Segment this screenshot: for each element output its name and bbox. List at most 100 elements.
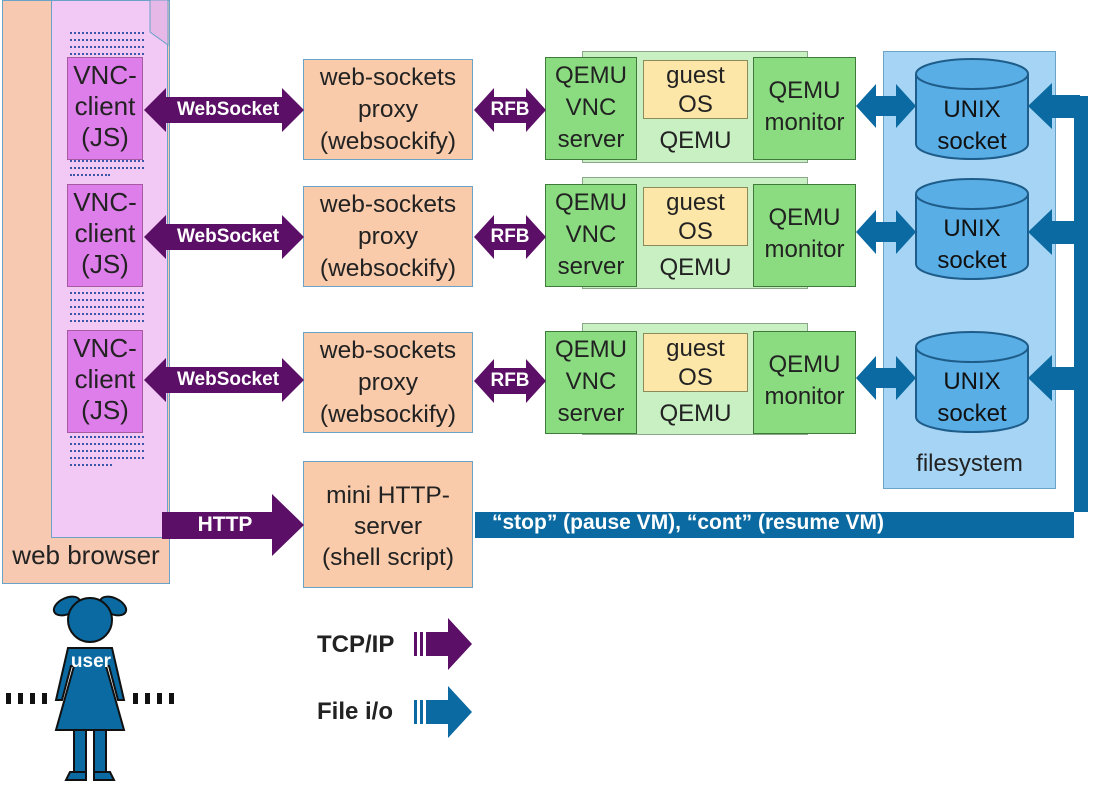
qemu-label-3: QEMU (659, 400, 732, 427)
page-text-lines (70, 32, 144, 60)
monitor-commands-label: “stop” (pause VM), “cont” (resume VM) (492, 511, 885, 534)
proxy-line3: (websockify) (319, 401, 457, 428)
vnc-client-3: VNC- client (JS) (67, 330, 143, 433)
user-label: user (70, 651, 112, 672)
http-server-line2: server (353, 513, 423, 540)
user-icon (52, 595, 128, 781)
rfb-arrow-1 (474, 88, 546, 132)
vnc-client-line1: VNC- (73, 187, 137, 217)
vnc-client-line1: VNC- (73, 333, 137, 363)
qemu-label-1: QEMU (659, 127, 732, 154)
command-bus (475, 96, 1088, 538)
monitor-socket-arrow-2 (856, 210, 916, 254)
qemu-monitor-line2: monitor (764, 383, 845, 410)
vnc-client-line3: (JS) (81, 249, 129, 279)
proxy-line1: web-sockets (319, 337, 457, 364)
unix-socket-line1: UNIX (943, 368, 1001, 395)
qemu-monitor-line2: monitor (764, 109, 845, 136)
monitor-socket-arrow-3 (856, 356, 916, 400)
command-arrow-socket-2 (1028, 209, 1080, 255)
vnc-client-line1: VNC- (73, 60, 137, 90)
websockify-proxy-3: web-sockets proxy (websockify) (303, 332, 473, 433)
websocket-arrow-1 (144, 88, 304, 132)
rfb-label-2: RFB (490, 226, 530, 247)
qemu-monitor-line1: QEMU (768, 77, 841, 104)
vnc-client-line2: client (74, 91, 136, 121)
legend-file-arrow (414, 686, 472, 738)
qemu-vnc-server-3: QEMU VNC server (545, 331, 637, 434)
proxy-line2: proxy (358, 369, 418, 396)
guest-os-line1: guest (666, 62, 725, 89)
vnc-client-1: VNC- client (JS) (67, 57, 143, 160)
legend-tcp-label: TCP/IP (317, 631, 395, 658)
qemu-vnc-line3: server (557, 253, 625, 280)
qemu-monitor-2: QEMU monitor (753, 184, 856, 287)
guest-os-line2: OS (678, 91, 713, 118)
rfb-arrow-3 (474, 359, 546, 403)
qemu-vnc-line1: QEMU (555, 62, 627, 89)
unix-socket-2: UNIX socket (916, 213, 1028, 277)
rfb-arrow-2 (474, 215, 546, 259)
unix-socket-3: UNIX socket (916, 366, 1028, 430)
legend-file-label: File i/o (317, 698, 394, 725)
websockify-proxy-2: web-sockets proxy (websockify) (303, 186, 473, 287)
vnc-client-line3: (JS) (81, 122, 129, 152)
unix-socket-line1: UNIX (943, 215, 1001, 242)
qemu-monitor-3: QEMU monitor (753, 331, 856, 434)
page-fold-corner (149, 0, 169, 46)
vnc-client-line2: client (74, 218, 136, 248)
qemu-vnc-line1: QEMU (555, 336, 627, 363)
http-arrow (162, 494, 304, 556)
qemu-label-2: QEMU (659, 254, 732, 281)
guest-os-line1: guest (666, 189, 725, 216)
page-text-lines (70, 160, 144, 181)
proxy-line1: web-sockets (319, 191, 457, 218)
web-browser-label: web browser (12, 540, 160, 570)
unix-socket-cylinder-1 (915, 58, 1029, 160)
qemu-vnc-server-2: QEMU VNC server (545, 184, 637, 287)
proxy-line1: web-sockets (319, 64, 457, 91)
websockify-proxy-1: web-sockets proxy (websockify) (303, 59, 473, 160)
qemu-vnc-line2: VNC (565, 368, 617, 395)
websocket-arrow-3 (144, 358, 304, 402)
guest-os-line2: OS (678, 218, 713, 245)
websocket-label-3: WebSocket (176, 369, 280, 390)
guest-os-2: guest OS (643, 187, 748, 246)
unix-socket-line2: socket (937, 128, 1007, 155)
unix-socket-cylinder-3 (915, 331, 1029, 433)
vnc-client-line2: client (74, 364, 136, 394)
qemu-vnc-line3: server (557, 126, 625, 153)
http-label: HTTP (197, 513, 253, 536)
proxy-line3: (websockify) (319, 128, 457, 155)
http-server-line3: (shell script) (321, 544, 455, 571)
guest-os-line2: OS (678, 364, 713, 391)
qemu-vnc-server-1: QEMU VNC server (545, 57, 637, 160)
unix-socket-line1: UNIX (943, 96, 1001, 123)
unix-socket-line2: socket (937, 247, 1007, 274)
qemu-vnc-line1: QEMU (555, 189, 627, 216)
guest-os-1: guest OS (643, 60, 748, 119)
proxy-line3: (websockify) (319, 255, 457, 282)
filesystem-label: filesystem (916, 450, 1023, 477)
command-arrow-socket-1 (1028, 83, 1080, 129)
guest-os-3: guest OS (643, 333, 748, 392)
unix-socket-line2: socket (937, 400, 1007, 427)
qemu-monitor-1: QEMU monitor (753, 57, 856, 160)
vnc-client-2: VNC- client (JS) (67, 184, 143, 287)
qemu-vnc-line3: server (557, 400, 625, 427)
rfb-label-1: RFB (490, 99, 530, 120)
websocket-arrow-2 (144, 215, 304, 259)
rfb-label-3: RFB (490, 370, 530, 391)
vnc-client-line3: (JS) (81, 395, 129, 425)
legend-tcp-arrow (414, 618, 472, 670)
qemu-monitor-line1: QEMU (768, 204, 841, 231)
websocket-label-2: WebSocket (176, 226, 280, 247)
qemu-monitor-line1: QEMU (768, 351, 841, 378)
unix-socket-1: UNIX socket (916, 94, 1028, 158)
command-arrow-socket-3 (1028, 355, 1080, 401)
proxy-line2: proxy (358, 96, 418, 123)
page-text-lines (70, 436, 144, 471)
mini-http-server: mini HTTP- server (shell script) (303, 461, 473, 588)
